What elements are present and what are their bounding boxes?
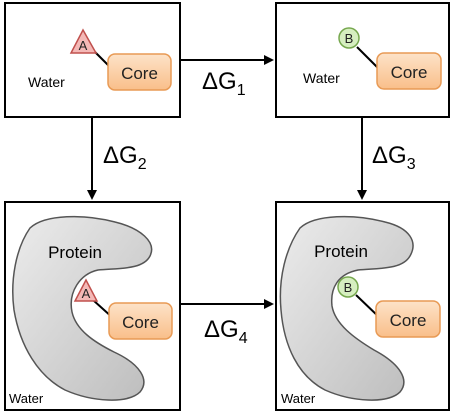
dg4-label: ΔG4 — [204, 316, 248, 347]
protein-label: Protein — [314, 242, 368, 261]
core-box — [376, 52, 442, 90]
state-top-left: A Core Water — [4, 2, 181, 118]
dg1-label: ΔG1 — [202, 68, 246, 99]
core-label: Core — [391, 63, 428, 82]
core-box — [375, 300, 441, 338]
medium-label: Water — [303, 70, 340, 86]
state-bottom-left: Protein A Core Water — [4, 201, 181, 411]
core-label: Core — [390, 311, 427, 330]
substituent-a-triangle — [73, 278, 99, 302]
dg2-label: ΔG2 — [103, 142, 147, 173]
protein-shape — [12, 215, 153, 401]
core-box — [108, 302, 173, 340]
substituent-a-triangle — [69, 28, 98, 54]
protein-label: Protein — [48, 243, 102, 262]
medium-label: Water — [9, 391, 44, 406]
core-label: Core — [122, 313, 159, 332]
substituent-label: B — [344, 280, 353, 295]
bond-line — [356, 46, 381, 71]
medium-label: Water — [28, 74, 65, 90]
substituent-b-circle — [337, 276, 359, 298]
substituent-label: A — [82, 286, 91, 301]
protein-shape — [279, 215, 414, 401]
state-bottom-right: Protein B Core Water — [275, 201, 450, 411]
core-label: Core — [121, 64, 158, 83]
substituent-label: B — [345, 31, 354, 46]
state-top-right: B Core Water — [275, 2, 450, 118]
substituent-b-circle — [338, 27, 360, 49]
medium-label: Water — [281, 391, 316, 406]
dg3-label: ΔG3 — [372, 142, 416, 173]
core-box — [107, 53, 172, 91]
substituent-label: A — [79, 38, 88, 53]
